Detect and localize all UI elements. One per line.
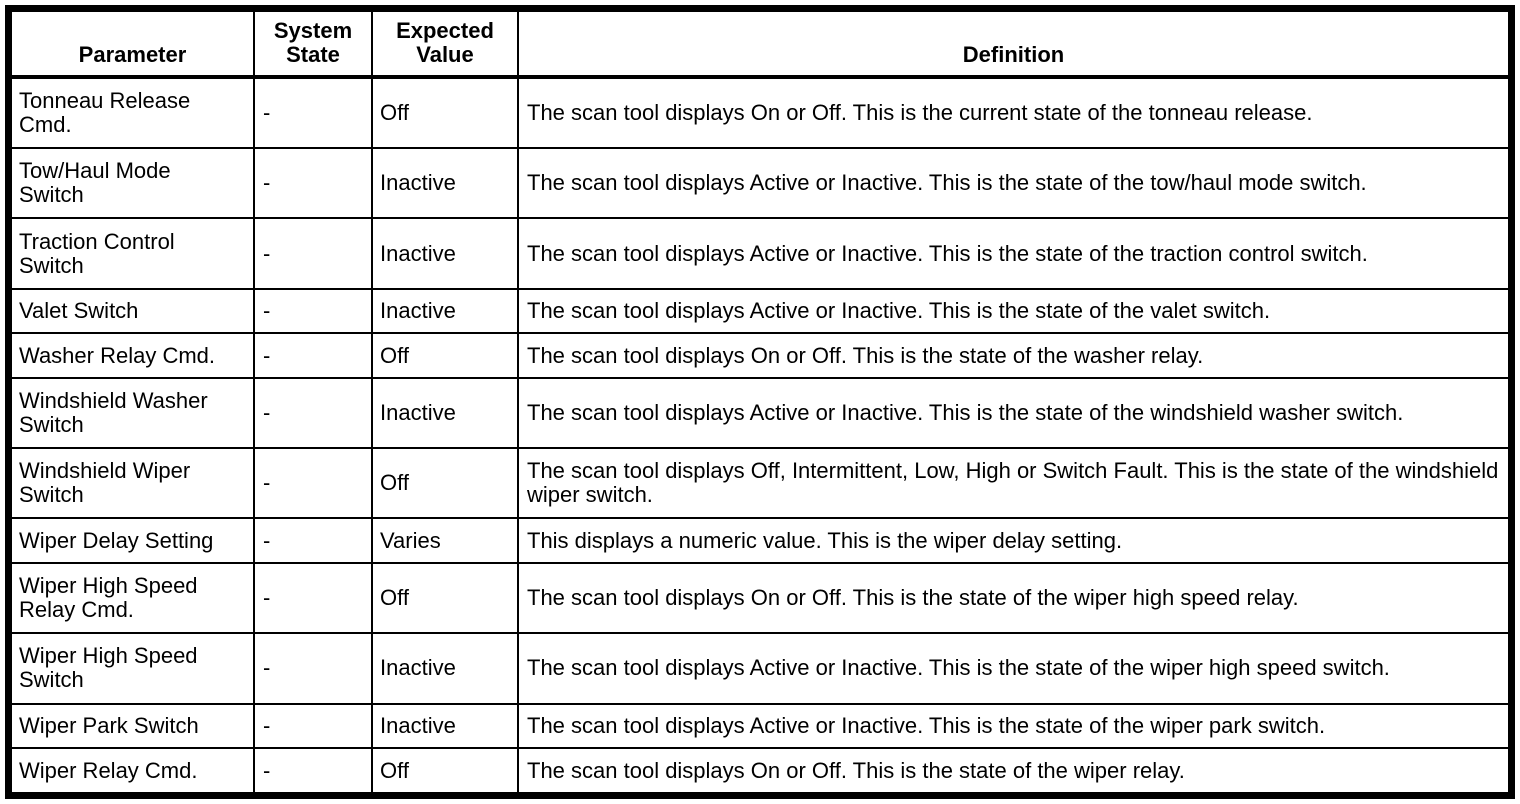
- definition-cell: The scan tool displays On or Off. This i…: [517, 332, 1510, 380]
- param-cell: Windshield Wiper Switch: [10, 447, 255, 520]
- definition-cell: The scan tool displays Active or Inactiv…: [517, 147, 1510, 220]
- system-state-cell: -: [253, 747, 373, 794]
- expected-value-cell: Inactive: [371, 632, 519, 705]
- definition-cell: The scan tool displays Active or Inactiv…: [517, 702, 1510, 750]
- expected-value-cell: Off: [371, 562, 519, 635]
- definition-cell: The scan tool displays Active or Inactiv…: [517, 287, 1510, 335]
- column-header-definition: Definition: [517, 10, 1510, 79]
- param-cell: Windshield Washer Switch: [10, 377, 255, 450]
- system-state-cell: -: [253, 632, 373, 705]
- system-state-cell: -: [253, 287, 373, 335]
- param-cell: Wiper Park Switch: [10, 702, 255, 750]
- system-state-cell: -: [253, 562, 373, 635]
- expected-value-cell: Varies: [371, 517, 519, 565]
- header-row: Parameter System State Expected Value De…: [10, 10, 1510, 79]
- expected-value-cell: Inactive: [371, 147, 519, 220]
- column-header-parameter: Parameter: [10, 10, 255, 79]
- expected-value-cell: Inactive: [371, 377, 519, 450]
- table-header: Parameter System State Expected Value De…: [10, 10, 1510, 79]
- column-header-expected-value: Expected Value: [371, 10, 519, 79]
- definition-cell: This displays a numeric value. This is t…: [517, 517, 1510, 565]
- expected-value-cell: Off: [371, 75, 519, 150]
- expected-value-cell: Inactive: [371, 287, 519, 335]
- param-cell: Wiper High Speed Switch: [10, 632, 255, 705]
- definition-cell: The scan tool displays Off, Intermittent…: [517, 447, 1510, 520]
- system-state-cell: -: [253, 702, 373, 750]
- definition-cell: The scan tool displays On or Off. This i…: [517, 562, 1510, 635]
- param-cell: Wiper Delay Setting: [10, 517, 255, 565]
- parameter-table: Parameter System State Expected Value De…: [10, 10, 1510, 794]
- system-state-cell: -: [253, 75, 373, 150]
- definition-cell: The scan tool displays On or Off. This i…: [517, 747, 1510, 794]
- system-state-cell: -: [253, 517, 373, 565]
- param-cell: Traction Control Switch: [10, 217, 255, 290]
- param-cell: Wiper Relay Cmd.: [10, 747, 255, 794]
- system-state-cell: -: [253, 377, 373, 450]
- expected-value-cell: Inactive: [371, 702, 519, 750]
- definition-cell: The scan tool displays On or Off. This i…: [517, 75, 1510, 150]
- system-state-cell: -: [253, 217, 373, 290]
- definition-cell: The scan tool displays Active or Inactiv…: [517, 217, 1510, 290]
- system-state-cell: -: [253, 447, 373, 520]
- param-cell: Valet Switch: [10, 287, 255, 335]
- param-cell: Tow/Haul Mode Switch: [10, 147, 255, 220]
- parameter-table-frame: Parameter System State Expected Value De…: [5, 5, 1515, 799]
- system-state-cell: -: [253, 332, 373, 380]
- param-cell: Washer Relay Cmd.: [10, 332, 255, 380]
- param-cell: Tonneau Release Cmd.: [10, 75, 255, 150]
- definition-cell: The scan tool displays Active or Inactiv…: [517, 377, 1510, 450]
- expected-value-cell: Off: [371, 332, 519, 380]
- column-header-system-state: System State: [253, 10, 373, 79]
- expected-value-cell: Off: [371, 447, 519, 520]
- expected-value-cell: Off: [371, 747, 519, 794]
- system-state-cell: -: [253, 147, 373, 220]
- param-cell: Wiper High Speed Relay Cmd.: [10, 562, 255, 635]
- expected-value-cell: Inactive: [371, 217, 519, 290]
- definition-cell: The scan tool displays Active or Inactiv…: [517, 632, 1510, 705]
